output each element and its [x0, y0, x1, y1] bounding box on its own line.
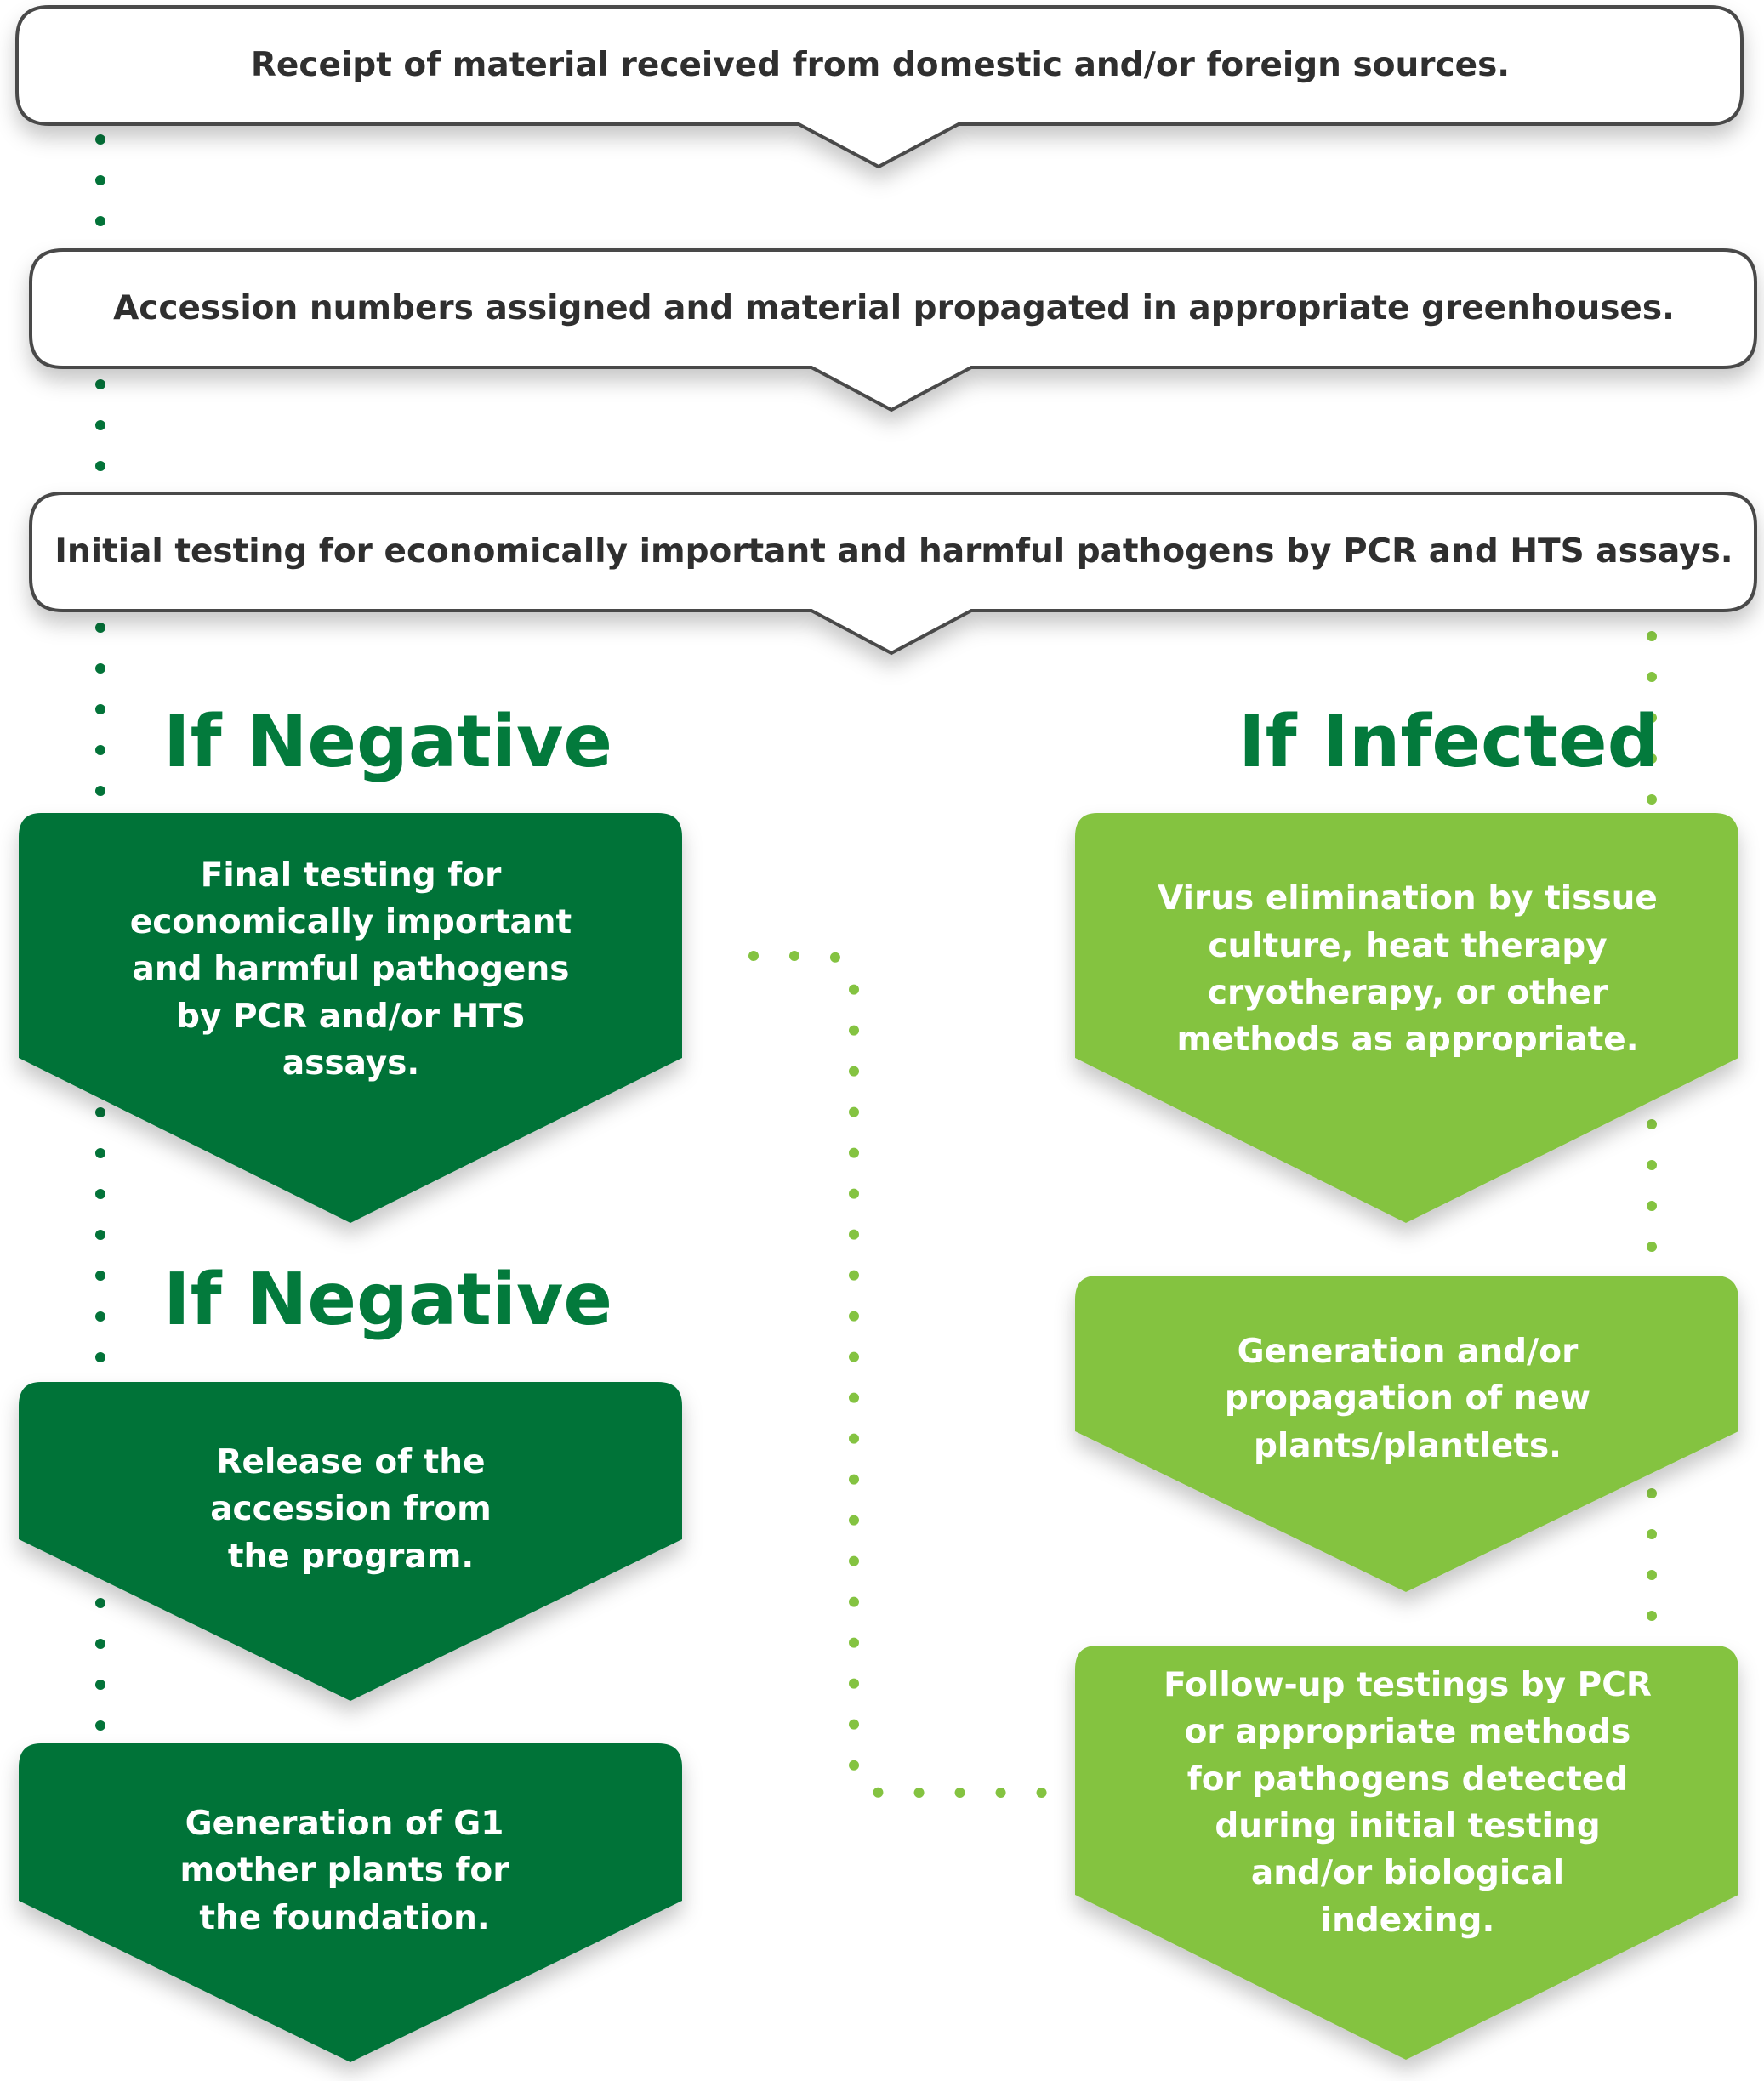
virus-elimination-text: Virus elimination by tissue culture, hea…	[1158, 879, 1658, 1060]
step-receipt-shape	[15, 5, 1744, 169]
heading-if-negative-1: If Negative	[163, 700, 613, 784]
release-text: Release of the accession from the progra…	[210, 1442, 492, 1576]
virus-elimination-shape	[1075, 813, 1738, 1223]
heading-if-infected: If Infected	[1238, 700, 1659, 784]
follow-up-text: Follow-up testings by PCR or appropriate…	[1164, 1665, 1652, 1940]
connector-loop-light	[748, 951, 1078, 1798]
step-accession-text: Accession numbers assigned and material …	[113, 288, 1675, 327]
step-receipt-text: Receipt of material received from domest…	[250, 45, 1511, 84]
heading-if-negative-2: If Negative	[163, 1258, 613, 1342]
generation-g1-shape	[19, 1743, 682, 2062]
step-initial-testing-text: Initial testing for economically importa…	[54, 532, 1733, 571]
final-testing-text: Final testing for economically important…	[129, 856, 572, 1083]
generation-g1-text: Generation of G1 mother plants for the f…	[179, 1804, 509, 1937]
release-shape	[19, 1382, 682, 1701]
generation-new-text: Generation and/or propagation of new pla…	[1224, 1332, 1591, 1465]
follow-up-shape	[1075, 1646, 1738, 2060]
step-accession-shape	[29, 248, 1757, 412]
generation-new-shape	[1075, 1276, 1738, 1592]
step-initial-testing-shape	[29, 492, 1757, 656]
final-testing-shape	[19, 813, 682, 1223]
